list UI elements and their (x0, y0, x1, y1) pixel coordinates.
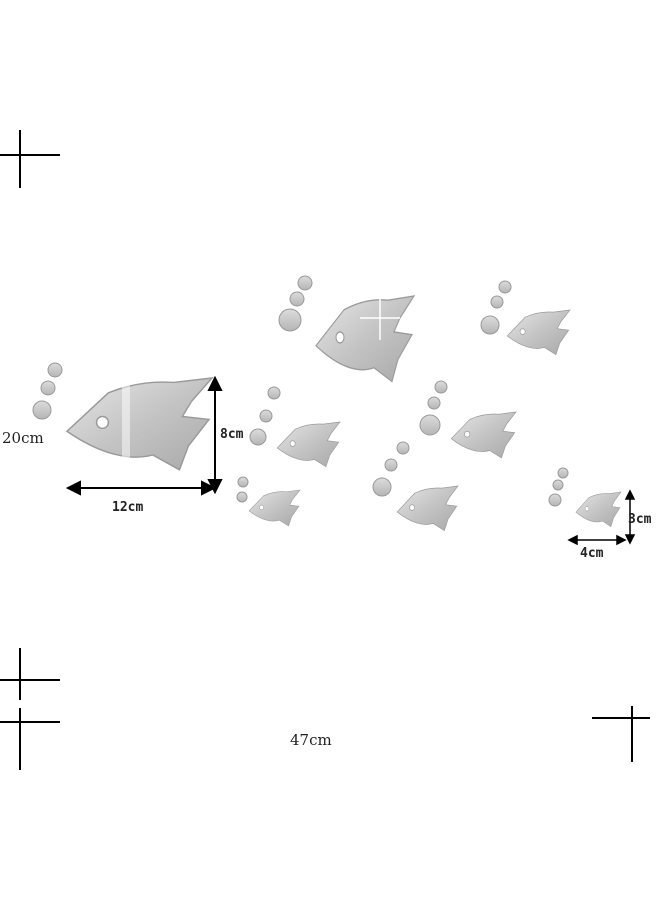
fish-low-1 (248, 489, 301, 527)
fish-low-2 (396, 485, 459, 532)
large-fish-width-label: 12cm (112, 500, 144, 515)
sparkle (360, 298, 400, 340)
fish-top-center-bubbles (278, 275, 313, 332)
large-fish (66, 377, 213, 471)
overall-width-label: 47cm (290, 731, 332, 749)
fish-top-right (506, 309, 571, 355)
fish-top-center (315, 295, 415, 383)
small-fish-width-label: 4cm (580, 546, 604, 561)
fish-mid-1 (276, 421, 341, 467)
fish-low-1-bubbles (236, 476, 249, 503)
fish-mid-2 (450, 411, 517, 459)
large-fish-width-arrow (65, 480, 217, 496)
small-fish-height-label: 3cm (628, 512, 652, 527)
large-fish-height-arrow (207, 375, 223, 495)
small-fish-width-arrow (567, 534, 627, 546)
crop-mark-bottom-left-2 (0, 708, 60, 770)
small-fish (575, 491, 622, 527)
overall-height-label: 20cm (2, 429, 44, 447)
fish-mid-2-bubbles (419, 380, 448, 436)
large-fish-height-label: 8cm (220, 427, 244, 442)
crop-mark-bottom-right (592, 706, 650, 762)
crop-mark-top-left (0, 130, 60, 188)
large-fish-bubbles (32, 362, 63, 420)
small-fish-bubbles (548, 467, 569, 507)
fish-low-2-bubbles (372, 441, 410, 497)
small-fish-height-arrow (624, 489, 636, 545)
fish-mid-1-bubbles (249, 386, 281, 446)
fish-top-right-bubbles (480, 280, 512, 335)
crop-mark-bottom-left-1 (0, 648, 60, 700)
